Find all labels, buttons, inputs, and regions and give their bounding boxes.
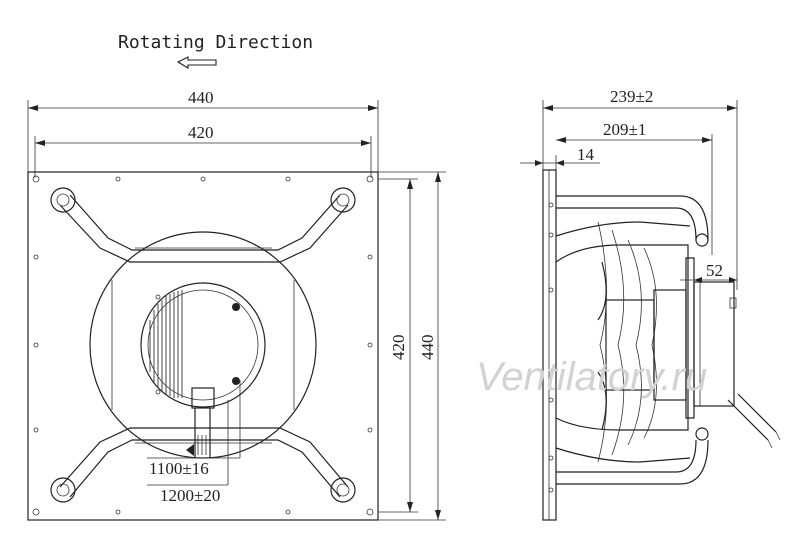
motor-side <box>605 257 737 419</box>
dim-width-outer: 440 <box>188 88 214 107</box>
dim-420-horizontal: 420 <box>34 123 372 178</box>
motor-housing <box>140 282 266 408</box>
dim-depth-total: 239±2 <box>610 87 653 106</box>
dim-440-vertical: 440 <box>378 171 446 521</box>
mounting-plate <box>27 171 379 521</box>
support-arm-top <box>50 187 356 263</box>
side-view: 239±2 209±1 14 <box>520 87 781 521</box>
cable-length-1100: 1100±16 <box>149 459 209 478</box>
dim-motor-offset: 52 <box>706 261 723 280</box>
watermark: Ventilatory.ru <box>476 355 707 399</box>
impeller-side <box>555 221 691 463</box>
rotating-direction-label: Rotating Direction <box>118 32 313 53</box>
side-plate <box>542 169 557 521</box>
left-arrow-icon <box>176 56 217 69</box>
dim-plate-thickness: 14 <box>577 145 595 164</box>
support-arm-bottom <box>50 427 356 503</box>
motor-cooling-fins <box>149 290 183 398</box>
dim-depth-body: 209±1 <box>603 120 646 139</box>
dim-440-horizontal: 440 <box>27 88 379 172</box>
dim-14: 14 <box>520 145 600 175</box>
cable-outlet <box>186 387 215 458</box>
dim-209: 209±1 <box>556 120 713 255</box>
dim-width-inner: 420 <box>188 123 214 142</box>
dim-52: 52 <box>680 261 737 283</box>
dim-height-outer: 440 <box>418 335 437 361</box>
dim-239: 239±2 <box>542 87 738 290</box>
dim-height-inner: 420 <box>389 335 408 361</box>
cable-length-1200: 1200±20 <box>160 486 220 505</box>
front-view: 440 420 <box>27 88 446 521</box>
dim-420-vertical: 420 <box>378 178 418 513</box>
inlet-ring <box>89 231 317 459</box>
